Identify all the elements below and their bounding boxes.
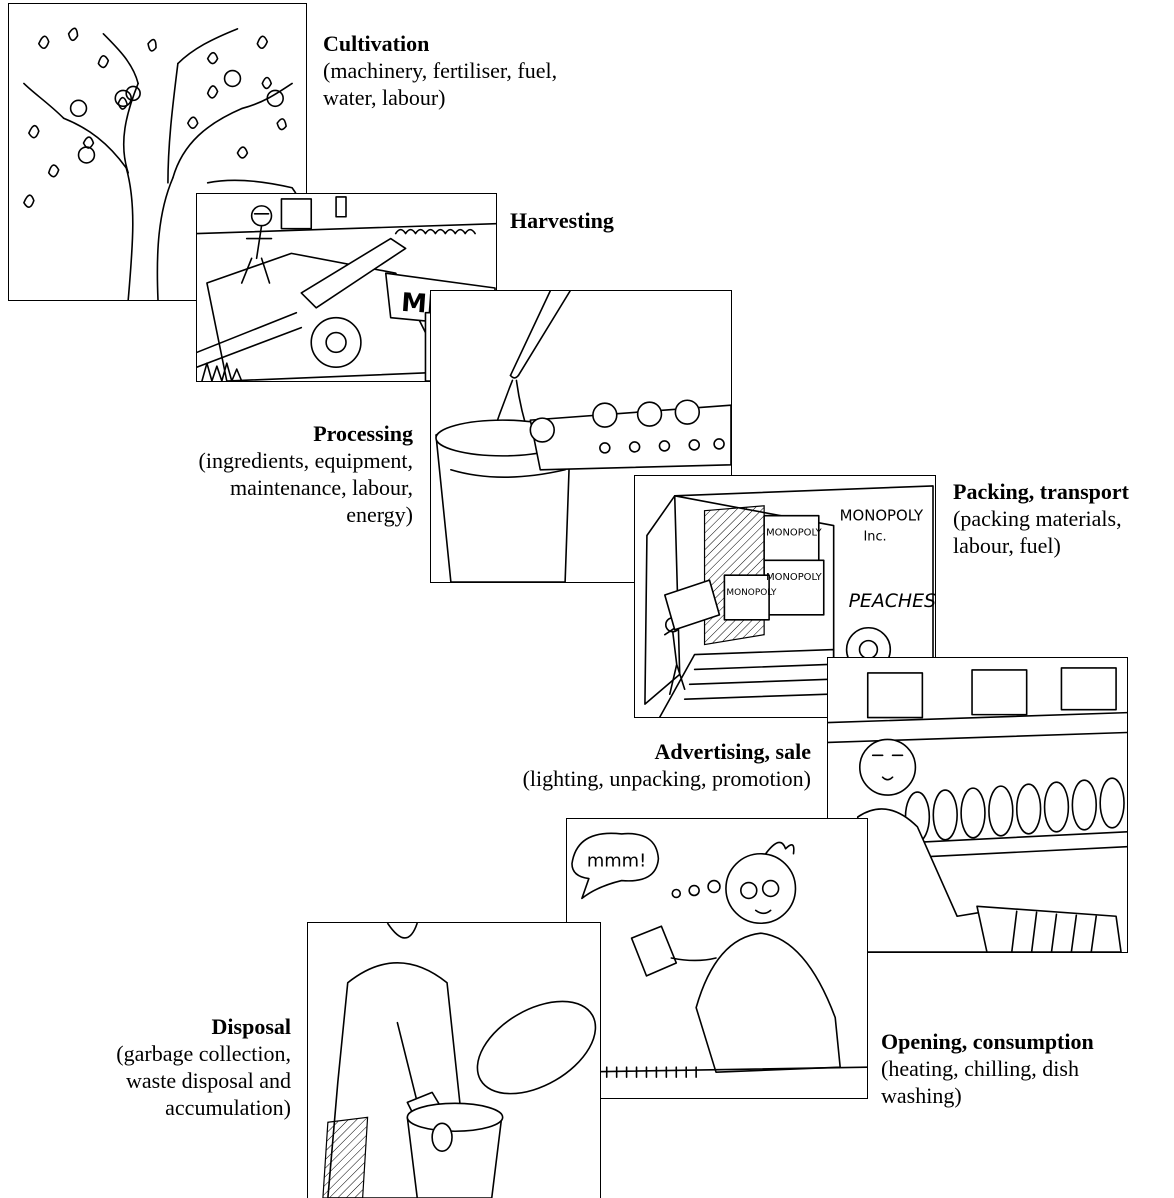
opening-consumption-illustration: mmm! <box>566 818 868 1099</box>
cannery-drawing <box>431 291 731 582</box>
opening-consumption-title: Opening, consumption <box>881 1029 1094 1054</box>
delivery-truck-drawing: MONOPOLY MONOPOLY MONOPOLY MONOPOLY Inc.… <box>635 476 935 717</box>
harvesting-title: Harvesting <box>510 208 614 233</box>
advertising-sale-title: Advertising, sale <box>654 739 811 764</box>
packing-transport-caption: Packing, transport (packing materials, l… <box>953 478 1129 559</box>
opening-consumption-caption: Opening, consumption (heating, chilling,… <box>881 1028 1094 1109</box>
advertising-sale-illustration <box>827 657 1128 953</box>
cultivation-title: Cultivation <box>323 31 430 56</box>
opening-consumption-details: (heating, chilling, dish washing) <box>881 1056 1079 1108</box>
box-label-monopoly-1: MONOPOLY <box>766 528 823 539</box>
cultivation-details: (machinery, fertiliser, fuel, water, lab… <box>323 58 558 110</box>
box-label-monopoly-3: MONOPOLY <box>726 588 777 598</box>
advertising-sale-caption: Advertising, sale (lighting, unpacking, … <box>523 738 811 792</box>
disposal-title: Disposal <box>211 1014 291 1039</box>
disposal-caption: Disposal (garbage collection, waste disp… <box>116 1013 291 1121</box>
peach-tree-drawing <box>9 4 306 300</box>
supermarket-drawing <box>828 658 1127 952</box>
packing-transport-title: Packing, transport <box>953 479 1129 504</box>
truck-product-name: PEACHES <box>849 591 935 612</box>
rubbish-bin-drawing <box>308 923 600 1198</box>
truck-company-suffix: Inc. <box>863 529 886 544</box>
disposal-details: (garbage collection, waste disposal and … <box>116 1041 291 1120</box>
advertising-sale-details: (lighting, unpacking, promotion) <box>522 766 811 791</box>
speech-bubble-text: mmm! <box>587 851 646 872</box>
packing-transport-details: (packing materials, labour, fuel) <box>953 506 1122 558</box>
packing-transport-illustration: MONOPOLY MONOPOLY MONOPOLY MONOPOLY Inc.… <box>634 475 936 718</box>
cultivation-caption: Cultivation (machinery, fertiliser, fuel… <box>323 30 557 111</box>
cultivation-illustration <box>8 3 307 301</box>
box-label-monopoly-2: MONOPOLY <box>766 572 823 583</box>
truck-company-name: MONOPOLY <box>840 507 924 525</box>
processing-caption: Processing (ingredients, equipment, main… <box>199 420 413 528</box>
disposal-illustration <box>307 922 601 1198</box>
processing-details: (ingredients, equipment, maintenance, la… <box>198 448 413 527</box>
eating-peaches-drawing: mmm! <box>567 819 867 1098</box>
processing-illustration <box>430 290 732 583</box>
harvesting-caption: Harvesting <box>510 207 614 234</box>
processing-title: Processing <box>313 421 413 446</box>
